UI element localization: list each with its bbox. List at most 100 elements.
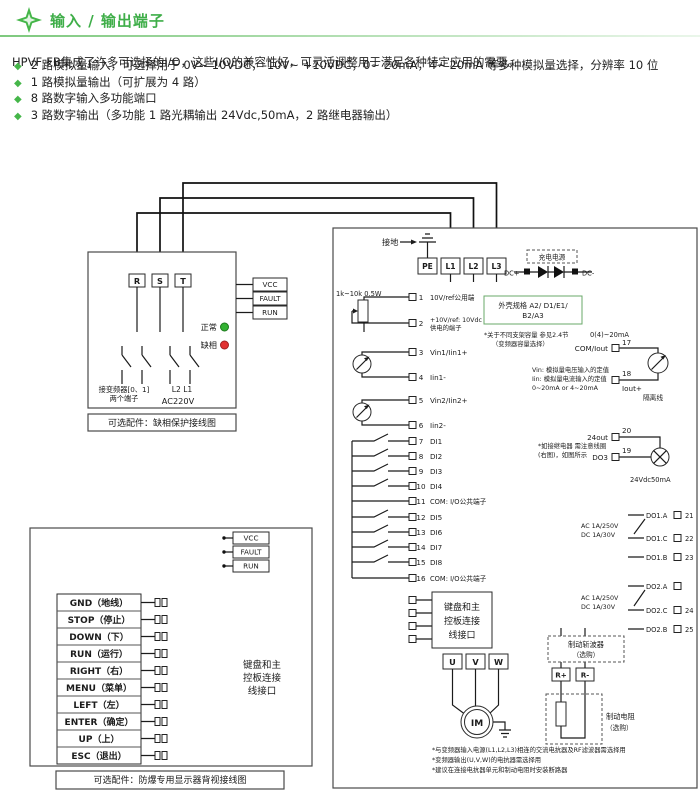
terminal-number: 19 xyxy=(622,446,632,455)
terminal-label: DO1.B xyxy=(646,554,668,562)
relay-rating: AC 1A/250V xyxy=(581,595,619,602)
charge-wires xyxy=(514,266,592,278)
motor-inner-ring xyxy=(464,709,490,735)
dc-plus-node xyxy=(524,268,530,275)
terminal-label: R xyxy=(134,276,141,286)
led-phase-loss xyxy=(220,340,229,350)
bullet-text: 3 路数字输出（多功能 1 路光耦输出 24Vdc,50mA，2 路继电器输出） xyxy=(30,107,398,122)
ground-symbol xyxy=(400,233,436,258)
chopper-label: （选购） xyxy=(573,650,600,659)
terminal-number: 4 xyxy=(419,373,424,382)
terminal-label: DO2.C xyxy=(646,607,668,615)
diode-icon xyxy=(538,266,548,278)
terminal-label: Iin1- xyxy=(430,373,446,382)
terminal-label: DI7 xyxy=(430,543,442,552)
terminal-label: Iout+ xyxy=(622,384,642,393)
indicator-box-run xyxy=(252,305,288,320)
lamp-rating: 24Vdc50mA xyxy=(630,476,671,484)
caption-frame xyxy=(55,770,285,790)
key-label: RUN（运行） xyxy=(70,648,128,660)
do-terminal-squares xyxy=(673,511,682,633)
list-item: ◆8 路数字输入多功能端口 xyxy=(14,91,658,108)
lamp-cross xyxy=(653,450,667,464)
feature-list: ◆ 2 路模拟量输入，可选择用于 0V~ 10VDC，-10V~ +10VDC，0… xyxy=(14,58,658,124)
diode-icon xyxy=(554,266,564,278)
terminal-number: 25 xyxy=(685,626,694,634)
star-icon xyxy=(16,7,42,33)
key-wires xyxy=(141,601,155,757)
terminal-label: L3 xyxy=(491,262,501,271)
analog-note: 0~20mA or 4~20mA xyxy=(532,385,599,392)
bullet-text: 8 路数字输入多功能端口 xyxy=(30,91,157,106)
port-label: 线接口 xyxy=(248,685,277,697)
led-normal xyxy=(220,322,229,332)
relay-rating: DC 1A/30V xyxy=(581,604,616,611)
terminal-number: 6 xyxy=(419,421,424,430)
wire-dot xyxy=(222,550,226,554)
key-label: ENTER（确定） xyxy=(65,716,134,728)
potentiometer xyxy=(357,299,369,323)
resistor-label: 制动电阻 xyxy=(606,712,635,721)
terminal-number: 13 xyxy=(416,528,425,537)
analog-note: Iin: 模拟量电流输入的定值 xyxy=(532,374,607,383)
indicator-label: VCC xyxy=(263,280,278,289)
bullet-text: 2 路模拟量输入，可选择用于 0V~ 10VDC，-10V~ +10VDC，0~… xyxy=(30,58,659,72)
list-item: ◆ 2 路模拟量输入，可选择用于 0V~ 10VDC，-10V~ +10VDC，0… xyxy=(14,58,658,75)
inverter-main: 接地 PE L1 L2 L3 充电电源 DC+ DC- 外壳规格 A2/ xyxy=(332,227,698,789)
terminal-label: DI1 xyxy=(430,437,442,446)
diamond-bullet-icon: ◆ xyxy=(14,61,22,72)
module-wires xyxy=(121,283,253,384)
enclosure-spec: B2/A3 xyxy=(522,311,543,320)
indicator-label: RUN xyxy=(262,308,278,317)
charge-label: 充电电源 xyxy=(539,253,566,262)
port-label: 控板连接 xyxy=(243,672,282,684)
key-label: STOP（停止） xyxy=(68,614,131,626)
section-header: 输入 / 输出端子 xyxy=(16,7,165,33)
terminal-number: 3 xyxy=(419,348,424,357)
terminal-number: 22 xyxy=(685,535,694,543)
terminal-label: W xyxy=(494,657,503,667)
key-label: MENU（菜单） xyxy=(66,682,132,694)
relay-rating: DC 1A/30V xyxy=(581,532,616,539)
terminal-number: 24 xyxy=(685,607,694,615)
needle xyxy=(651,356,665,370)
l2l1-label: L2 L1 xyxy=(172,385,193,394)
terminal-number: 1 xyxy=(419,293,424,302)
terminal-number: 10 xyxy=(416,482,426,491)
indicator-label: FAULT xyxy=(259,294,281,303)
key-row-dividers xyxy=(57,610,141,748)
phase-loss-module: R S T VCC FAULT RUN 正常 缺相 接变频器[0、1] 两个端子… xyxy=(87,251,288,432)
indicator-box-fault xyxy=(252,291,288,306)
terminal-label: PE xyxy=(422,262,433,271)
terminal-r-minus xyxy=(575,667,595,682)
port-label: 键盘和主 xyxy=(243,659,281,671)
terminal-label: DO1.C xyxy=(646,535,668,543)
terminal-label: DO1.A xyxy=(646,512,668,520)
left-terminal-squares xyxy=(408,293,417,643)
terminal-label: 24out xyxy=(587,433,608,442)
analog-note: Vin: 模拟量电压输入的定值 xyxy=(532,365,610,374)
terminal-number: 17 xyxy=(622,338,631,347)
key-label: UP（上） xyxy=(79,733,120,745)
bullet-text: 1 路模拟量输出（可扩展为 4 路） xyxy=(30,74,206,89)
terminal-label: R- xyxy=(581,671,590,680)
key-label: ESC（退出） xyxy=(71,750,126,762)
needle-arrow xyxy=(660,355,666,360)
terminal-label: DO2.A xyxy=(646,583,668,591)
terminal-number: 5 xyxy=(419,396,424,405)
brake-wires xyxy=(560,628,586,739)
terminal-label: Iin2- xyxy=(430,421,446,430)
terminal-label: R+ xyxy=(555,671,567,680)
pot-wiper-arrow xyxy=(353,308,358,314)
motor-label: IM xyxy=(471,719,483,729)
relay-note: (右图)，如图所示 xyxy=(538,450,587,459)
terminal-label: U xyxy=(449,657,456,667)
key-label: DOWN（下） xyxy=(69,632,129,643)
terminal-label: COM: I/O公共端子 xyxy=(430,497,487,506)
ac220v-label: AC220V xyxy=(162,396,195,406)
port-label: 线接口 xyxy=(448,629,475,641)
key-label: GND（地线） xyxy=(70,597,128,609)
terminal-label: T xyxy=(180,276,186,286)
terminal-label: V xyxy=(472,657,479,667)
